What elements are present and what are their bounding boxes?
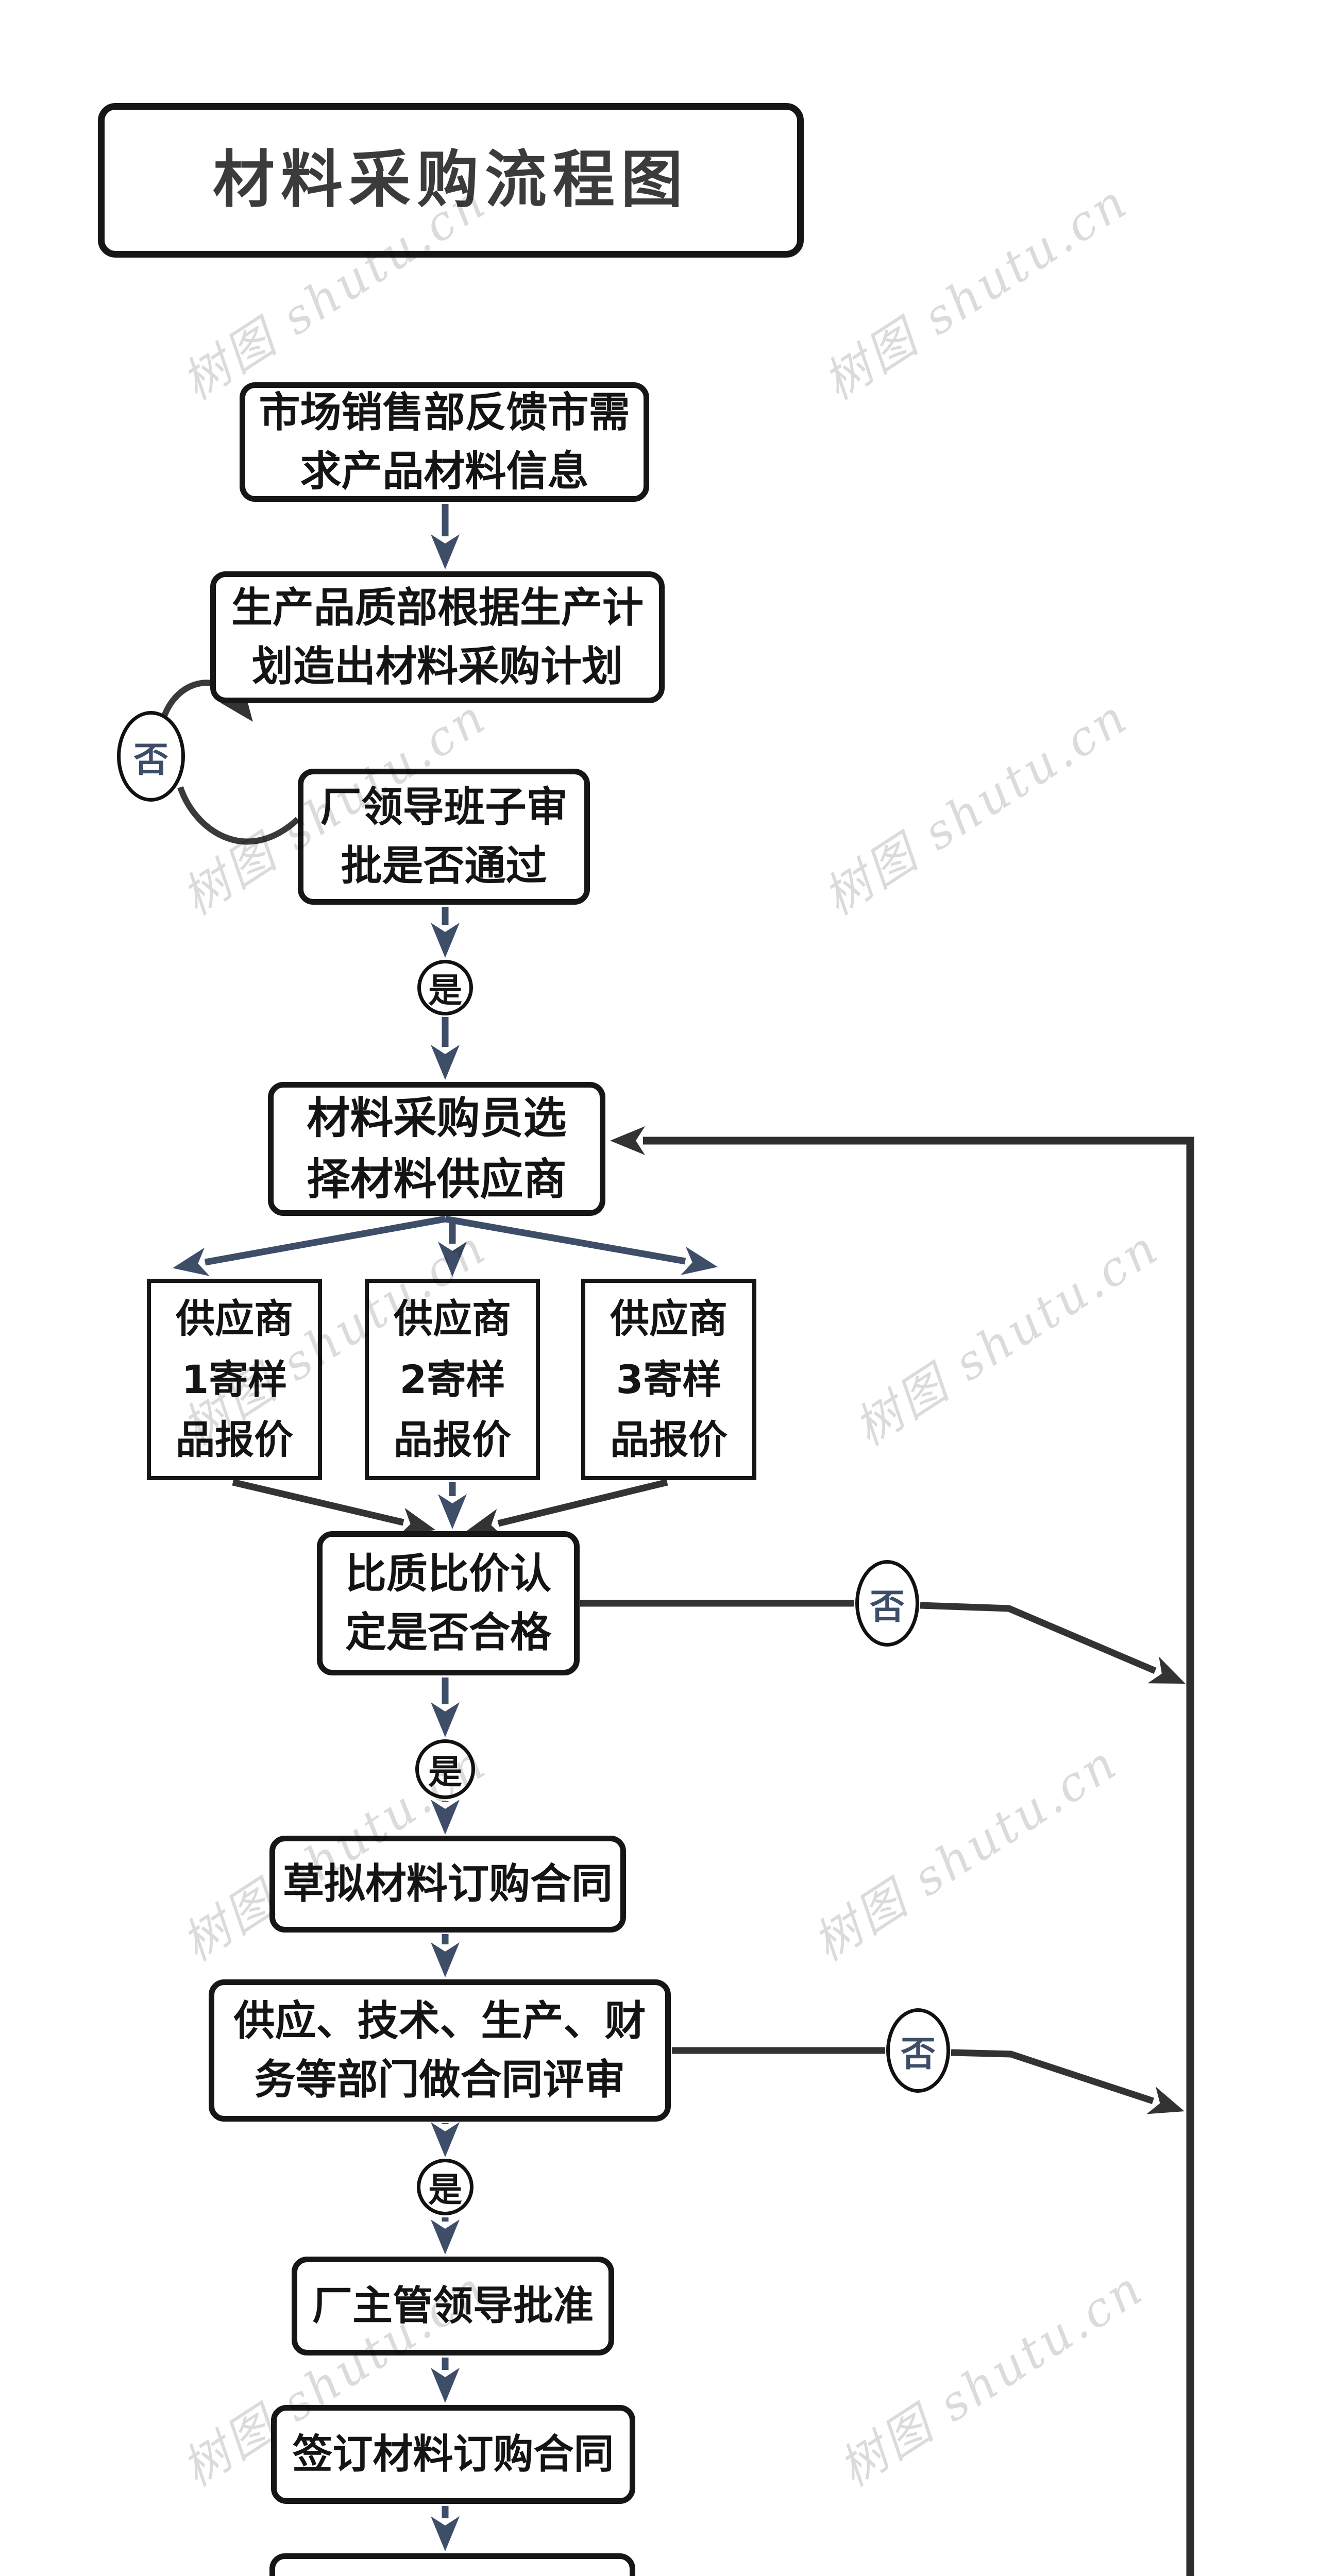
node-text: 供应、技术、生产、财 bbox=[233, 1997, 646, 2045]
node-sign-contract: 签订材料订购合同 bbox=[271, 2405, 635, 2504]
decision-no-review: 否 bbox=[886, 2008, 950, 2093]
node-text: 务等部门做合同评审 bbox=[254, 2056, 625, 2104]
arrow-no3-to-feedback bbox=[951, 2049, 1185, 2114]
node-text: 供应商 bbox=[610, 1295, 728, 1342]
node-factory-leader-approval: 厂主管领导批准 bbox=[292, 2257, 614, 2355]
node-leadership-approval: 厂领导班子审 批是否通过 bbox=[298, 769, 590, 905]
arrow-supplier1-to-compare bbox=[232, 1479, 436, 1536]
node-text: 草拟材料订购合同 bbox=[283, 1860, 613, 1908]
node-contract-review: 供应、技术、生产、财 务等部门做合同评审 bbox=[209, 1979, 671, 2122]
line-approve-to-no1 bbox=[177, 786, 300, 845]
node-buyer-select-supplier: 材料采购员选 择材料供应商 bbox=[268, 1082, 605, 1216]
node-text: 生产品质部根据生产计 bbox=[231, 584, 644, 632]
yes-label: 是 bbox=[428, 971, 462, 1010]
node-market-feedback: 市场销售部反馈市需 求产品材料信息 bbox=[240, 382, 649, 502]
node-text: 择材料供应商 bbox=[307, 1154, 567, 1205]
node-text: 2寄样 bbox=[399, 1356, 505, 1402]
decision-yes-compare: 是 bbox=[415, 1739, 475, 1799]
node-text: 品报价 bbox=[610, 1417, 728, 1463]
node-supplier-1: 供应商 1寄样 品报价 bbox=[147, 1279, 322, 1480]
node-price-quality-compare: 比质比价认 定是否合格 bbox=[317, 1531, 580, 1675]
node-text: 品报价 bbox=[394, 1417, 511, 1463]
node-text: 求产品材料信息 bbox=[300, 447, 589, 495]
node-text: 1寄样 bbox=[181, 1356, 288, 1402]
decision-no-compare: 否 bbox=[855, 1560, 919, 1647]
node-text: 供应商 bbox=[176, 1295, 293, 1342]
node-text: 要求对方按期发货 bbox=[292, 2574, 613, 2576]
no-label: 否 bbox=[869, 1586, 905, 1628]
flowchart-title-box: 材料采购流程图 bbox=[98, 103, 804, 258]
arrow-select-to-supplier1 bbox=[173, 1215, 446, 1276]
yes-label: 是 bbox=[428, 1752, 462, 1792]
node-production-plan: 生产品质部根据生产计 划造出材料采购计划 bbox=[210, 571, 665, 703]
node-supplier-2: 供应商 2寄样 品报价 bbox=[365, 1279, 540, 1480]
node-text: 材料采购员选 bbox=[307, 1092, 567, 1143]
node-text: 批是否通过 bbox=[341, 842, 547, 890]
yes-label: 是 bbox=[428, 2170, 462, 2210]
decision-yes-review: 是 bbox=[417, 2159, 474, 2215]
decision-yes-approval: 是 bbox=[417, 960, 473, 1015]
no-label: 否 bbox=[900, 2033, 936, 2075]
arrow-supplier3-to-compare bbox=[466, 1479, 668, 1537]
node-text: 划造出材料采购计划 bbox=[252, 642, 623, 690]
arrow-no2-to-feedback bbox=[920, 1602, 1186, 1684]
node-text: 市场销售部反馈市需 bbox=[259, 388, 630, 437]
node-text: 供应商 bbox=[394, 1295, 511, 1342]
decision-no-approval: 否 bbox=[117, 711, 185, 802]
feedback-trunk-to-select bbox=[610, 1126, 1194, 2576]
node-text: 品报价 bbox=[176, 1417, 293, 1463]
node-supplier-3: 供应商 3寄样 品报价 bbox=[581, 1279, 756, 1480]
arrow-select-to-supplier3 bbox=[444, 1215, 718, 1275]
node-text: 厂主管领导批准 bbox=[312, 2282, 594, 2329]
node-text: 定是否合格 bbox=[345, 1608, 551, 1656]
node-request-delivery: 要求对方按期发货 bbox=[269, 2553, 635, 2576]
page-title: 材料采购流程图 bbox=[213, 144, 689, 216]
node-text: 厂领导班子审 bbox=[320, 783, 568, 832]
node-text: 签订材料订购合同 bbox=[292, 2431, 614, 2478]
node-draft-contract: 草拟材料订购合同 bbox=[269, 1836, 626, 1933]
no-label: 否 bbox=[133, 739, 168, 781]
node-text: 比质比价认 bbox=[345, 1550, 551, 1598]
node-text: 3寄样 bbox=[616, 1356, 722, 1402]
